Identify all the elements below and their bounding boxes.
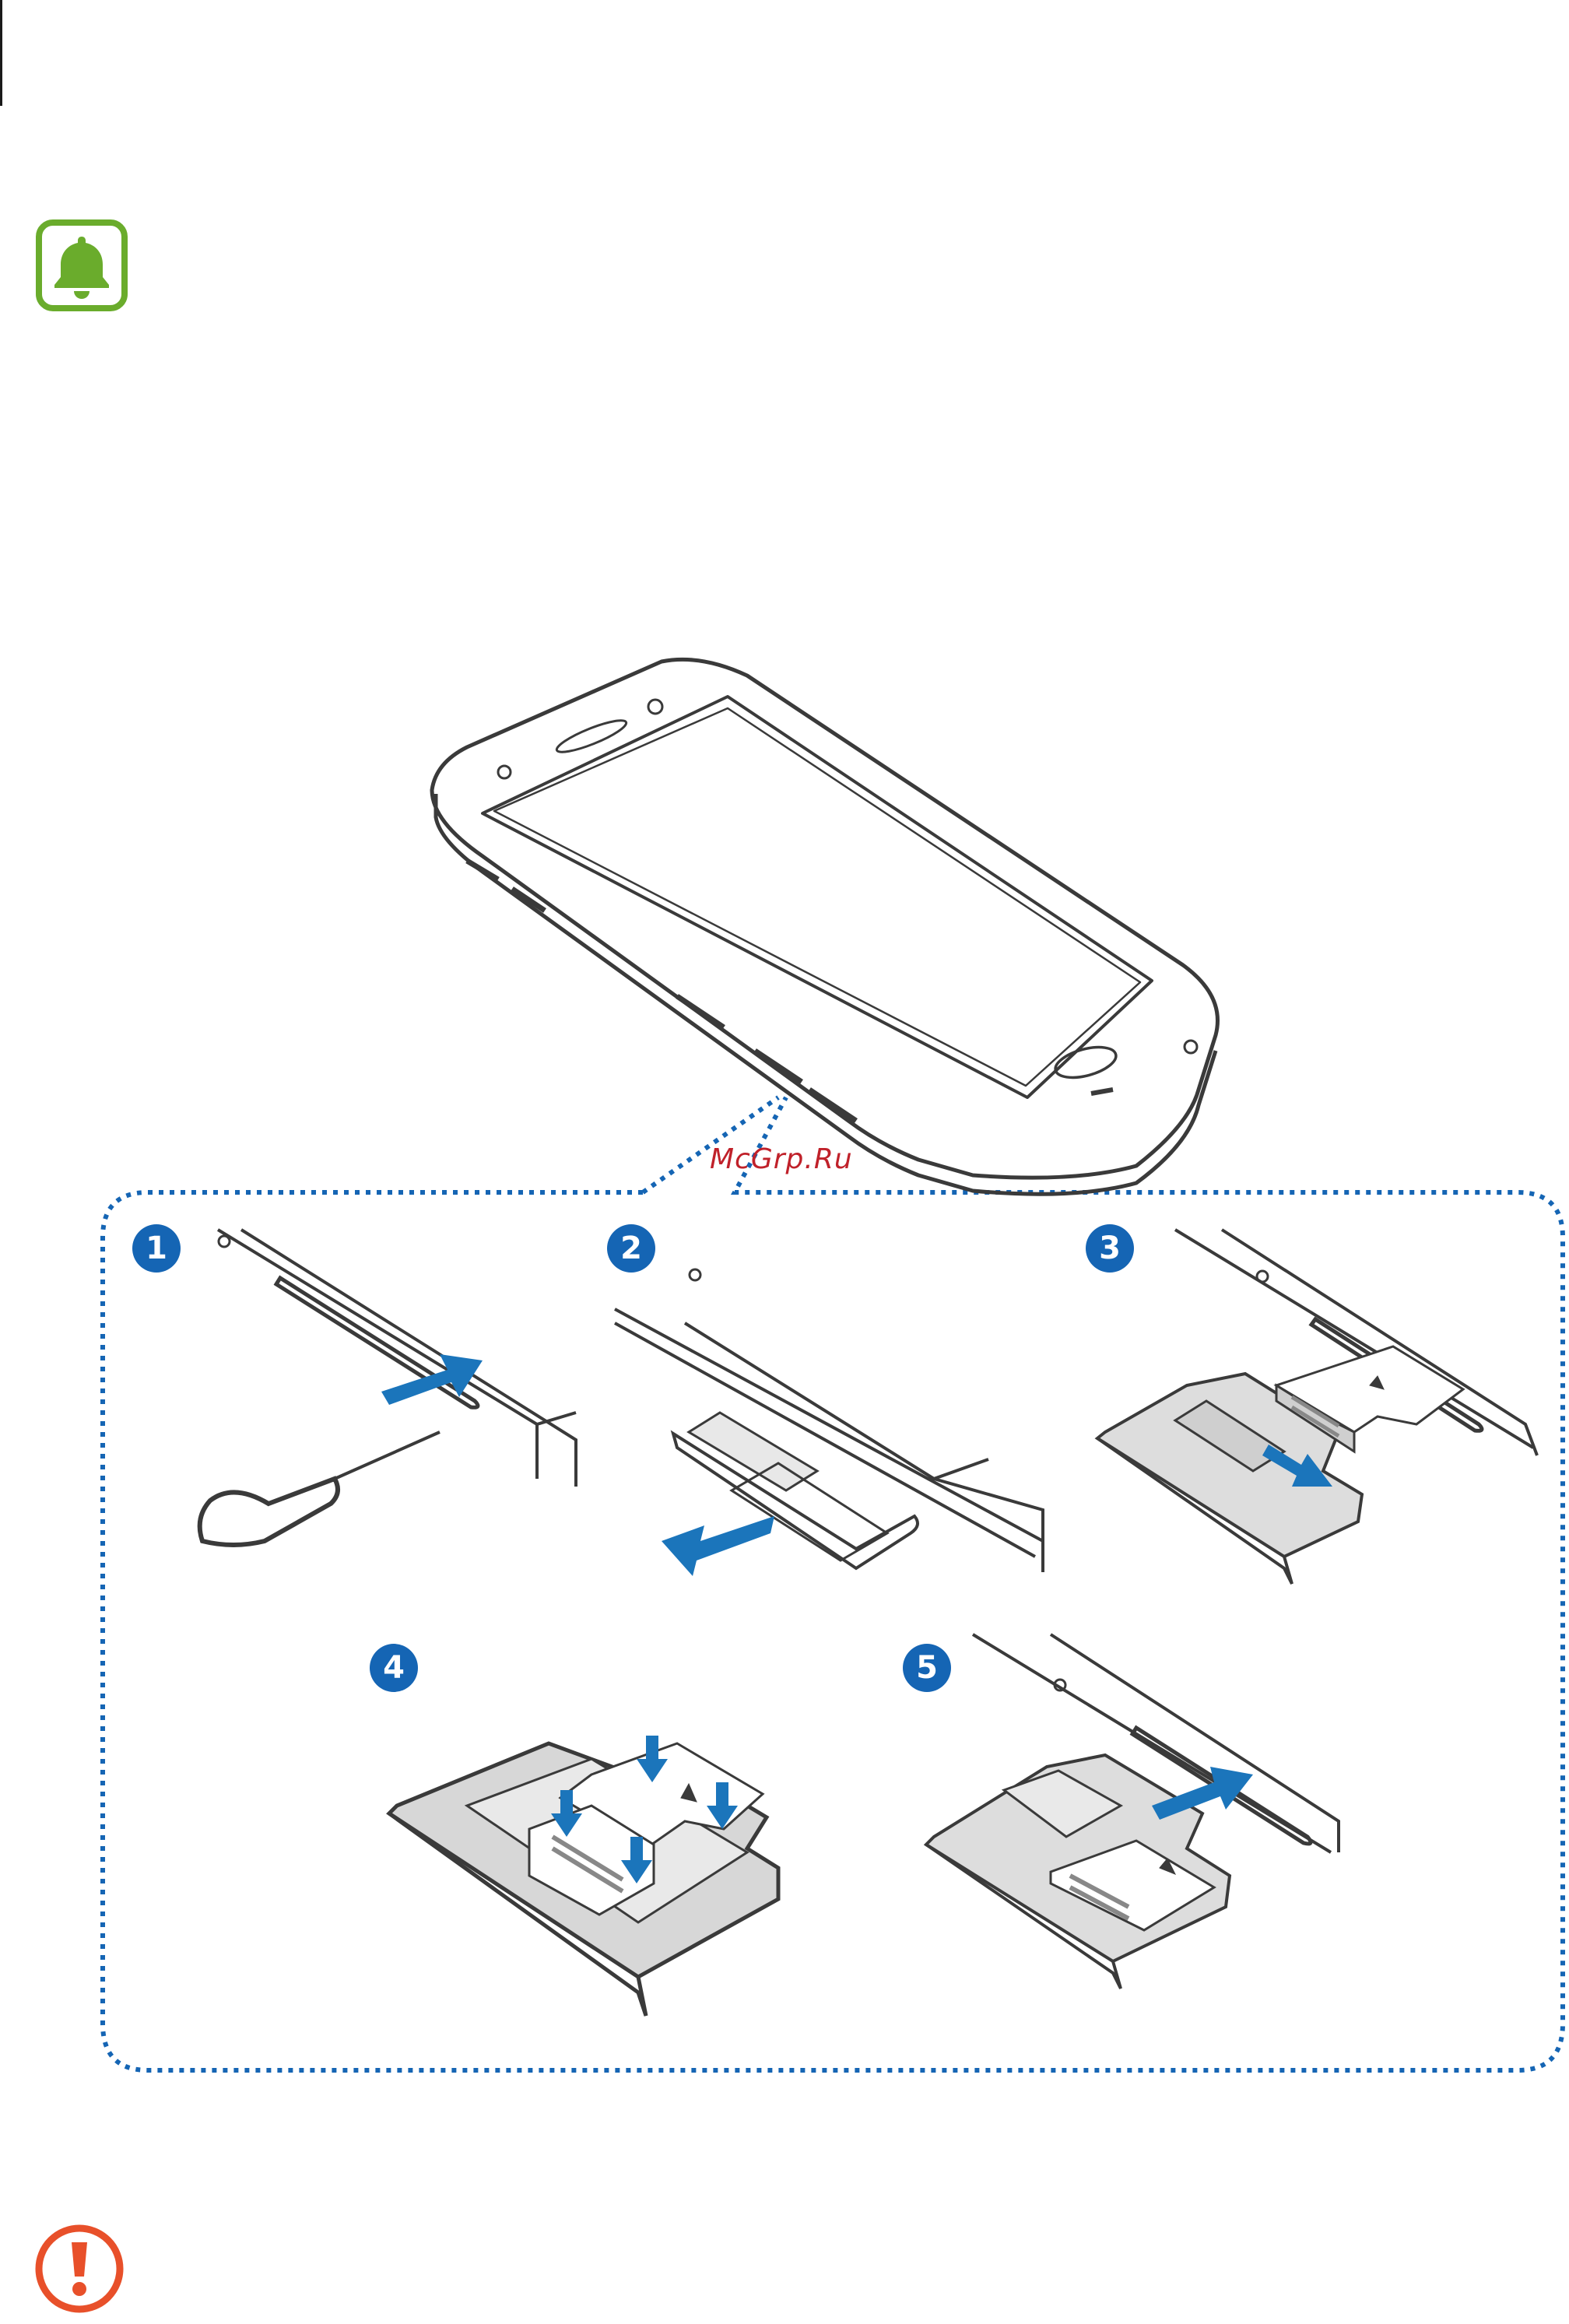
watermark-text: McGrp.Ru: [710, 1143, 853, 1175]
step-badge-3: 3: [1086, 1224, 1134, 1273]
step-3-drawing: [1097, 1230, 1537, 1584]
sim-card-installation-illustration: [0, 638, 1569, 2078]
step-2-arrow: [662, 1516, 774, 1576]
step-badge-1: 1: [132, 1224, 181, 1273]
step-2-drawing: [615, 1269, 1043, 1572]
page-edge-rule: [0, 0, 2, 106]
callout-dotted-border: [103, 1097, 1563, 2070]
step-badge-2: 2: [607, 1224, 655, 1273]
phone-drawing: [432, 659, 1217, 1194]
exclamation-icon: [33, 2222, 126, 2315]
step-badge-4: 4: [370, 1644, 418, 1692]
step-badge-5: 5: [903, 1644, 951, 1692]
bell-icon: [36, 219, 128, 311]
step-1-drawing: [200, 1230, 576, 1545]
step-5-drawing: [926, 1634, 1339, 1989]
